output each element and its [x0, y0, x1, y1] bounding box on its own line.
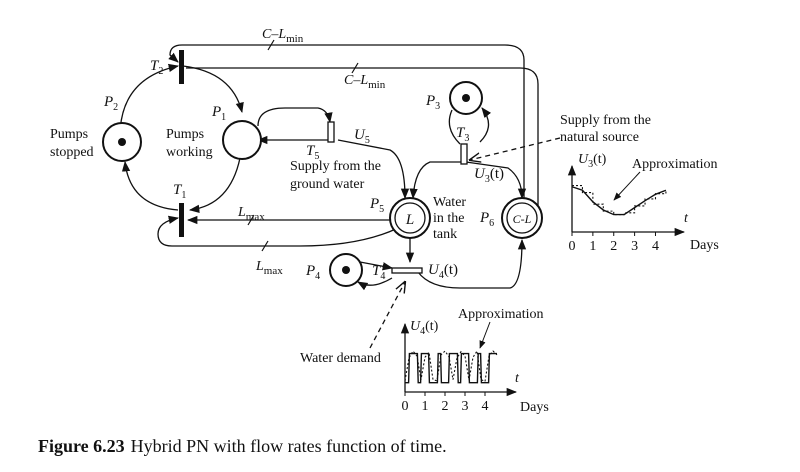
natural-source-line2: natural source	[560, 130, 639, 145]
label-p5: P5	[369, 196, 384, 215]
arc-t3-p3	[479, 107, 492, 143]
chart-tick-label: 1	[422, 399, 429, 414]
ground-water-line2: ground water	[290, 177, 365, 192]
p6-inner-label: C-L	[513, 212, 532, 226]
chart-u3-xunit: Days	[690, 238, 719, 253]
chart-tick-label: 3	[631, 239, 638, 254]
arcs	[119, 44, 561, 349]
chart-u3-annotation-pointer	[613, 171, 641, 201]
desc-p1-line1: Pumps	[166, 127, 204, 142]
chart-tick-label: 0	[402, 399, 409, 414]
label-t3: T3	[456, 125, 469, 144]
chart-tick-label: 0	[569, 239, 576, 254]
arc-p6-t2-inner	[186, 67, 539, 210]
desc-p2-line1: Pumps	[50, 127, 88, 142]
natural-source-line1: Supply from the	[560, 113, 651, 128]
chart-series-line-1	[405, 352, 497, 384]
token-p4	[342, 266, 350, 274]
token-p3	[462, 94, 470, 102]
chart-u4-annotation: Approximation	[458, 307, 544, 322]
label-p3: P3	[425, 93, 440, 112]
arc-p1-t1	[188, 157, 241, 213]
chart-u3-axes	[567, 164, 686, 237]
chart-u3-series	[571, 185, 667, 216]
transitions	[179, 50, 468, 274]
arc-p6-t2-outer	[168, 44, 525, 210]
label-u5: U5	[354, 127, 370, 146]
tokens	[118, 94, 470, 274]
chart-series-line-2	[572, 185, 667, 216]
chart-tick-label: 4	[652, 239, 659, 254]
chart-tick-label: 2	[442, 399, 449, 414]
transition-t4	[391, 267, 423, 274]
figure-number: Figure 6.23	[38, 436, 125, 456]
arc-t3-p6	[465, 161, 527, 200]
chart-u4-xunit: Days	[520, 400, 549, 415]
chart-tick-label: 4	[482, 399, 489, 414]
arrow-natural-source	[470, 137, 561, 160]
chart-u4-series	[404, 349, 498, 384]
token-p2	[118, 138, 126, 146]
desc-p5-line1: Water	[433, 195, 466, 210]
arc-p5-t1-bot	[157, 215, 399, 247]
label-t1: T1	[173, 182, 186, 201]
label-lmax-mid: Lmax	[237, 205, 265, 223]
arc-t4-p6	[417, 238, 527, 289]
arc-p3-t3	[448, 109, 461, 145]
chart-tick-label: 2	[610, 239, 617, 254]
label-u4: U4(t)	[428, 262, 458, 281]
arc-t1-p2	[121, 160, 179, 211]
chart-u4-annotation-pointer	[479, 321, 491, 349]
arc-p2-t2	[119, 63, 180, 134]
chart-tick-label: 3	[462, 399, 469, 414]
chart-u4-xlabel: t	[515, 371, 520, 386]
label-t5: T5	[306, 143, 319, 162]
place-p5	[389, 197, 431, 239]
desc-p1-line2: working	[166, 145, 213, 160]
p5-inner-label: L	[405, 212, 414, 228]
desc-p5-line3: tank	[433, 227, 457, 242]
transition-t1	[179, 203, 184, 237]
label-p4: P4	[305, 263, 320, 282]
arc-p1-t5	[257, 107, 333, 127]
transition-t3	[460, 143, 468, 165]
place-p6	[501, 197, 543, 239]
arc-t3-p5	[409, 161, 466, 200]
chart-u3-ylabel: U3(t)	[578, 152, 607, 170]
label-c-lmin-mid: C–Lmin	[344, 73, 386, 91]
arrow-water-demand	[369, 282, 405, 349]
label-t2: T2	[150, 58, 163, 77]
arc-t4-p4	[357, 277, 393, 291]
chart-series-line-2	[404, 349, 498, 383]
label-p1: P1	[211, 104, 226, 123]
transition-t5	[327, 121, 335, 143]
chart-series-line-1	[571, 186, 667, 216]
label-t4: T4	[372, 263, 385, 282]
desc-p5-line2: in the	[433, 211, 465, 226]
label-c-lmin-top: C–Lmin	[262, 27, 304, 45]
chart-tick-label: 1	[589, 239, 596, 254]
ground-water-line1: Supply from the	[290, 159, 381, 174]
chart-u3-xlabel: t	[684, 211, 689, 226]
label-u3: U3(t)	[474, 166, 504, 185]
desc-p2-line2: stopped	[50, 145, 94, 160]
chart-u3-annotation: Approximation	[632, 157, 718, 172]
label-p6: P6	[479, 210, 494, 229]
transition-t2	[179, 50, 184, 84]
chart-u4-ylabel: U4(t)	[410, 319, 439, 337]
arc-p4-t4	[359, 261, 394, 271]
figure-caption-text: Hybrid PN with flow rates function of ti…	[130, 436, 447, 456]
arc-t5-p5	[337, 139, 410, 200]
arc-weight-ticks	[247, 39, 359, 252]
water-demand-label: Water demand	[300, 351, 381, 366]
place-p1	[222, 120, 262, 160]
label-lmax-bot: Lmax	[255, 259, 283, 277]
label-p2: P2	[103, 94, 118, 113]
